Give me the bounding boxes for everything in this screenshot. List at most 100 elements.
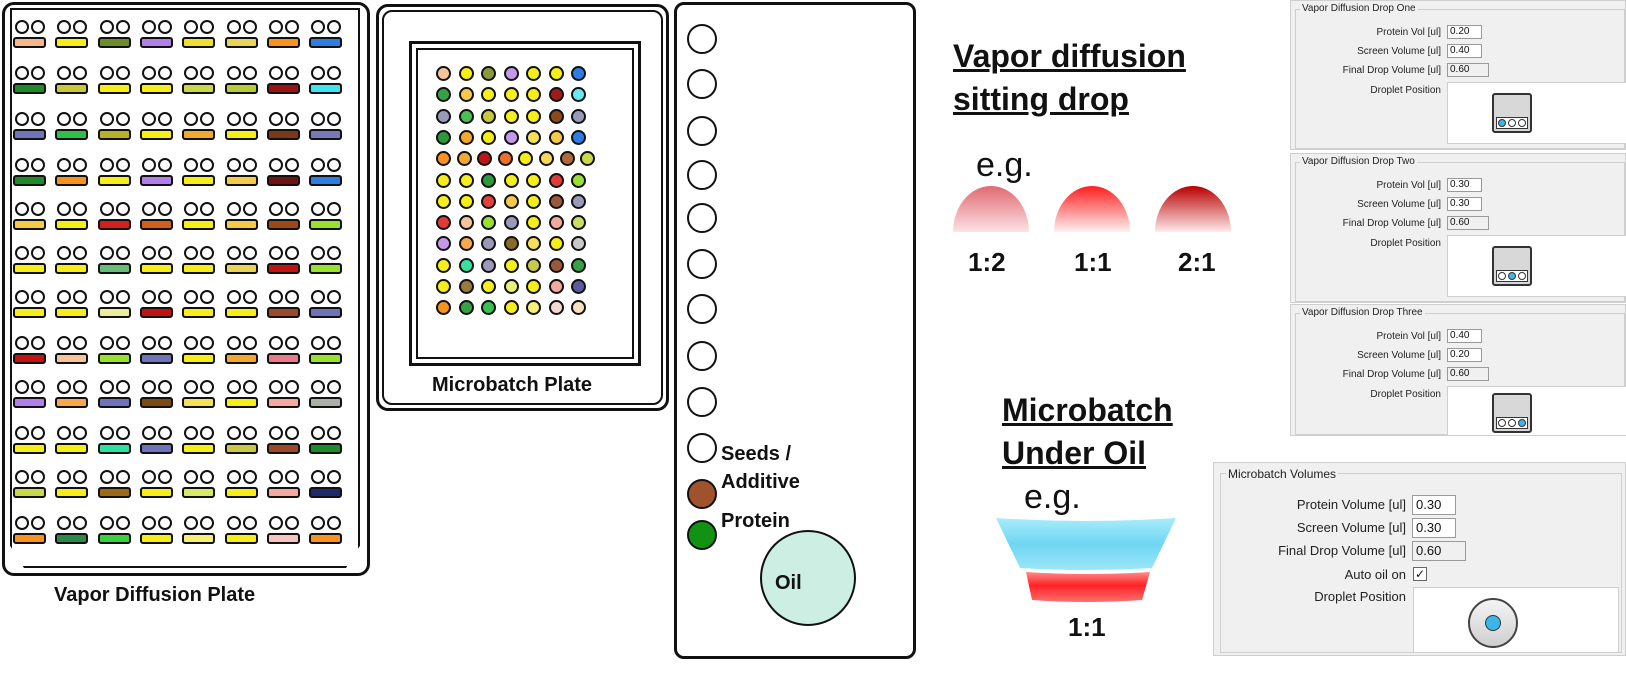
microbatch-well <box>548 193 564 209</box>
vd-drop-position <box>73 246 88 260</box>
vd-drop-dot[interactable] <box>1498 272 1506 280</box>
vd-drop-dot[interactable] <box>1508 119 1516 127</box>
vd-well <box>97 246 135 282</box>
vd-reservoir <box>139 307 173 318</box>
vd-drop-position <box>311 426 326 440</box>
vd-reservoir <box>224 129 258 140</box>
microbatch-well <box>458 236 474 252</box>
vd-drop-dot[interactable] <box>1518 419 1526 427</box>
vd-drop-position <box>99 112 114 126</box>
vd-drop-dot[interactable] <box>1518 272 1526 280</box>
vd-drop-position <box>242 380 257 394</box>
vd-droplet-position <box>1447 386 1626 436</box>
microbatch-well <box>571 300 586 316</box>
microbatch-ratio-label: 1:1 <box>1068 612 1106 642</box>
vd-reservoir <box>182 487 216 498</box>
screen-slot <box>687 294 717 324</box>
vd-reservoir <box>13 307 46 318</box>
screen-slot <box>687 160 717 190</box>
vd-reservoir <box>309 83 343 94</box>
vd-drop-position <box>57 202 72 216</box>
vd-reservoir <box>266 129 300 140</box>
vd-protein-label: Protein Vol [ul] <box>1376 331 1441 342</box>
screen-slot <box>687 24 717 54</box>
vd-drop-group <box>1295 162 1625 302</box>
vd-well <box>266 112 304 148</box>
vd-drop-dot[interactable] <box>1508 419 1516 427</box>
vd-drop-position <box>184 112 199 126</box>
vd-drop-position <box>311 246 326 260</box>
vd-drop-dot[interactable] <box>1498 119 1506 127</box>
vd-well <box>266 470 304 506</box>
vd-drop-position <box>311 158 326 172</box>
vd-drop-position <box>57 336 72 350</box>
vd-drop-position <box>311 380 326 394</box>
vd-well <box>97 20 135 56</box>
vd-well-row <box>12 516 364 556</box>
vd-well <box>266 380 304 416</box>
vd-drop-position <box>157 336 172 350</box>
vd-reservoir <box>97 83 131 94</box>
vd-reservoir <box>55 533 89 544</box>
vd-well <box>266 66 304 102</box>
mb-final-input: 0.60 <box>1412 541 1466 561</box>
vd-drop-dot[interactable] <box>1508 272 1516 280</box>
vd-drop-position <box>226 158 241 172</box>
vd-drop-position <box>31 158 45 172</box>
vd-drop-position <box>184 20 199 34</box>
vd-well <box>224 516 262 552</box>
microbatch-well <box>481 66 496 81</box>
microbatch-well <box>518 151 534 167</box>
vd-well <box>308 290 346 326</box>
vd-well-icon <box>1492 246 1532 286</box>
auto-oil-checkbox[interactable]: ✓ <box>1413 567 1427 581</box>
microbatch-well <box>503 279 519 294</box>
vd-well <box>97 426 135 462</box>
vd-reservoir <box>55 37 89 48</box>
microbatch-well <box>436 236 451 252</box>
vd-drop-dot[interactable] <box>1518 119 1526 127</box>
vd-screen-label: Screen Volume [ul] <box>1357 350 1441 361</box>
vd-protein-input[interactable]: 0.40 <box>1447 329 1482 343</box>
vd-drop-position <box>242 66 257 80</box>
vd-drop-position <box>57 66 72 80</box>
vd-drop-strip <box>1496 417 1528 429</box>
mb-screen-input[interactable]: 0.30 <box>1412 518 1456 538</box>
vd-drop-position <box>200 246 215 260</box>
microbatch-well <box>548 300 564 316</box>
vd-protein-input[interactable]: 0.20 <box>1447 25 1482 39</box>
vd-well <box>308 380 346 416</box>
vd-screen-input[interactable]: 0.40 <box>1447 44 1482 58</box>
vapor-diffusion-plate-inner <box>10 8 360 568</box>
vd-drop-position <box>242 246 257 260</box>
screen-slot <box>687 433 717 463</box>
microbatch-well <box>580 151 596 167</box>
vd-drop-position <box>226 516 241 530</box>
microbatch-well <box>477 151 493 167</box>
vd-well <box>139 426 177 462</box>
mb-auto-oil-label: Auto oil on <box>1344 567 1406 582</box>
vd-drop-position <box>284 336 299 350</box>
vd-drop-position <box>242 516 257 530</box>
vd-well <box>139 380 177 416</box>
vd-well-row <box>12 20 364 60</box>
microbatch-well <box>548 172 564 188</box>
vd-well <box>54 516 92 552</box>
vd-drop-position <box>99 246 114 260</box>
vd-screen-input[interactable]: 0.20 <box>1447 348 1482 362</box>
vd-well <box>308 20 346 56</box>
vd-well <box>97 66 135 102</box>
mb-protein-input[interactable]: 0.30 <box>1412 495 1456 515</box>
vd-drop-dot[interactable] <box>1498 419 1506 427</box>
ratio-label-3: 2:1 <box>1178 247 1216 277</box>
vd-drop-strip <box>1496 270 1528 282</box>
vd-drop-position <box>99 380 114 394</box>
vd-protein-input[interactable]: 0.30 <box>1447 178 1482 192</box>
vd-reservoir <box>13 443 46 454</box>
vd-reservoir <box>97 37 131 48</box>
vd-well <box>12 516 50 552</box>
vd-well <box>139 290 177 326</box>
vd-screen-input[interactable]: 0.30 <box>1447 197 1482 211</box>
vd-well <box>181 20 219 56</box>
